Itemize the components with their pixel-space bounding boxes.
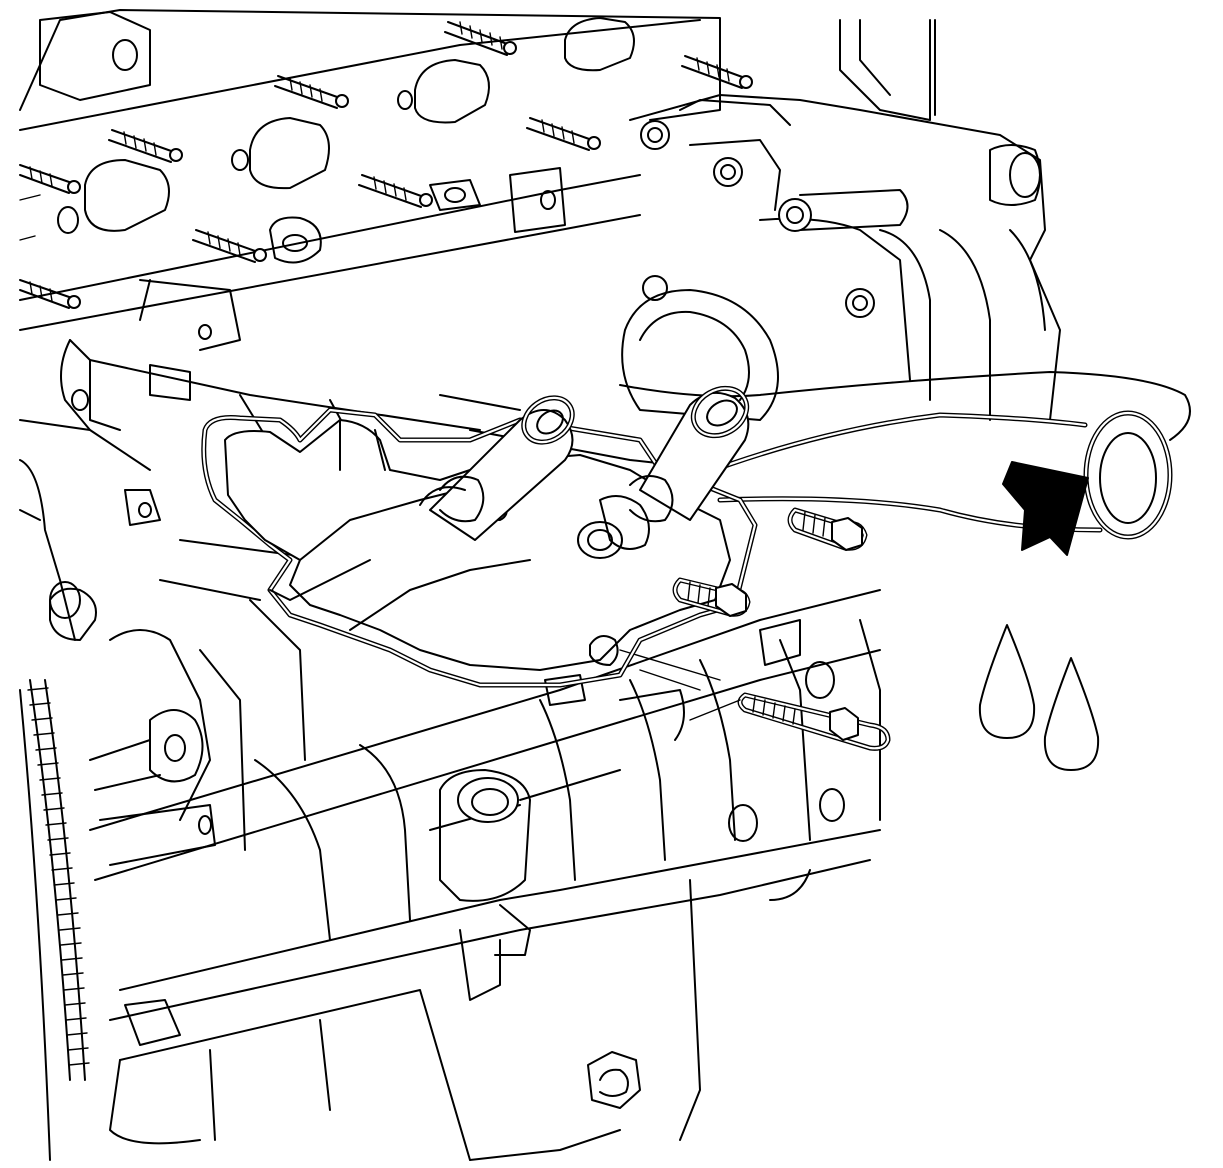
arrow-icon: [1002, 461, 1089, 556]
exhaust-stud: [358, 174, 433, 208]
exhaust-stud: [444, 21, 517, 56]
housing-bolt: [672, 577, 751, 617]
exhaust-stud: [681, 55, 753, 89]
exhaust-stud: [19, 279, 81, 309]
exhaust-port: [564, 17, 635, 72]
oil-filter-adapter: [439, 769, 531, 902]
oil-pan: [109, 829, 881, 1161]
cylinder-head: [19, 9, 721, 331]
bypass-pipe: [419, 395, 575, 541]
exhaust-stud: [192, 229, 267, 263]
coolant-drop-icon: [1043, 657, 1100, 771]
exhaust-stud: [526, 117, 601, 151]
engine-block: [19, 279, 881, 941]
exhaust-stud: [274, 75, 349, 109]
exhaust-studs: [19, 21, 753, 309]
water-outlet-housing: [201, 385, 758, 688]
drain-plug: [587, 1051, 641, 1109]
coolant-drop-icon: [978, 624, 1036, 739]
timing-cover: [621, 19, 1061, 421]
flywheel-ring-gear: [19, 679, 90, 1161]
exhaust-stud: [19, 164, 81, 194]
exhaust-port: [39, 11, 151, 101]
exhaust-port: [57, 159, 170, 234]
exhaust-port: [397, 59, 490, 124]
housing-stud: [737, 692, 891, 751]
housing-bolt: [787, 507, 868, 551]
outlet-pipe: [629, 385, 750, 523]
exhaust-port: [231, 117, 330, 190]
exhaust-stud: [108, 129, 183, 163]
